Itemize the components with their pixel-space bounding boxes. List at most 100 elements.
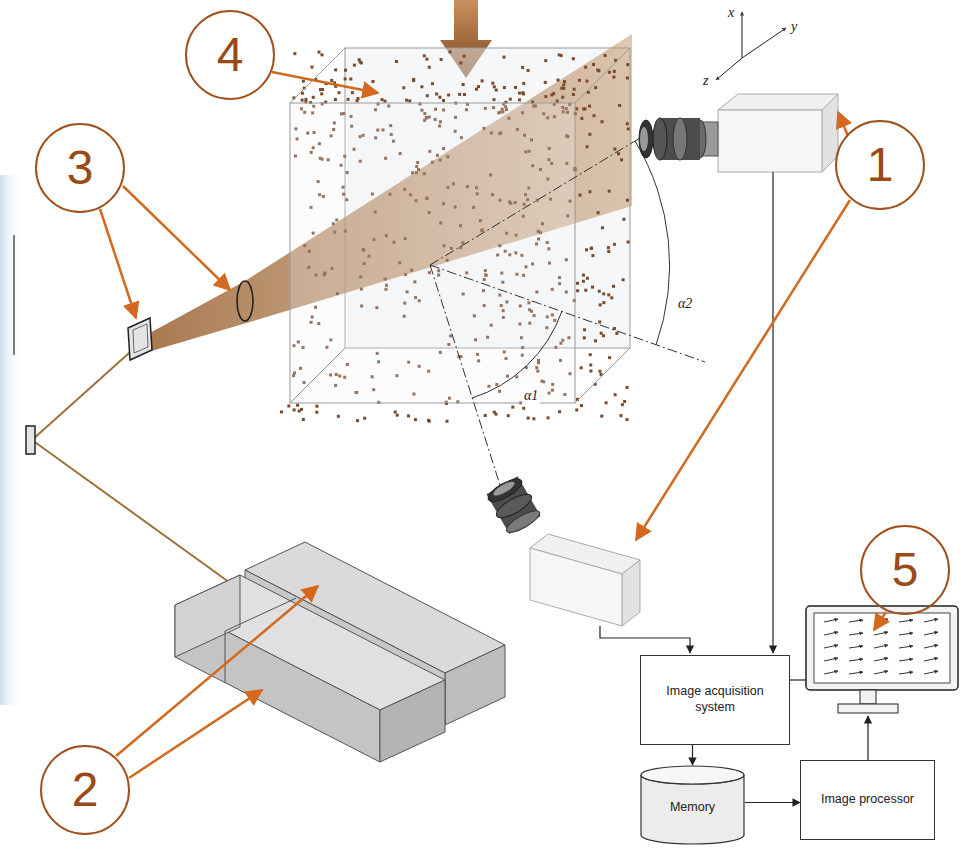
particle [623, 400, 626, 403]
vector-field [824, 619, 938, 674]
vector-arrow [899, 633, 913, 635]
particle [563, 80, 566, 83]
particle [620, 414, 623, 417]
particle [347, 98, 350, 101]
particle [596, 69, 599, 72]
particle [371, 80, 374, 83]
particle [381, 98, 384, 101]
vector-arrow [874, 671, 888, 674]
particle [293, 52, 296, 55]
particle [405, 99, 408, 102]
particle [527, 69, 530, 72]
cylindrical-lens [128, 318, 152, 360]
data-flow-arrow [692, 745, 693, 765]
cube-front-part [575, 48, 630, 103]
camera-part [653, 118, 667, 160]
seeding-particles [280, 50, 630, 422]
particle [592, 63, 595, 66]
particle [580, 404, 583, 407]
vector-arrow [899, 646, 913, 648]
particle [576, 289, 579, 292]
particle [495, 89, 498, 92]
callout-leader-part [123, 186, 230, 290]
particle [598, 290, 601, 293]
particle [608, 71, 611, 74]
particle [351, 91, 354, 94]
cube-front-part [575, 348, 630, 403]
callout-text: 2 [72, 766, 99, 814]
particle [547, 416, 550, 419]
particle [484, 414, 487, 417]
monitor-part [838, 704, 898, 713]
particle [558, 53, 561, 56]
particle [435, 93, 438, 96]
cylindrical-lens-part [133, 324, 148, 353]
laser-unit-part [290, 598, 296, 601]
particle [395, 60, 398, 63]
camera-part [622, 560, 640, 626]
particle [591, 286, 594, 289]
particle [582, 280, 585, 283]
particle [588, 105, 591, 108]
particle [594, 86, 597, 89]
particle [459, 62, 462, 65]
laser-beam-part [32, 440, 240, 590]
particle [583, 107, 586, 110]
particle [491, 82, 494, 85]
particle [475, 88, 478, 91]
particle [493, 85, 496, 88]
particle [584, 66, 587, 69]
particle [509, 98, 512, 101]
particle [300, 408, 303, 411]
particle [575, 408, 578, 411]
particle [626, 63, 629, 66]
camera-part [530, 548, 622, 626]
vector-arrow [924, 671, 938, 674]
laser-unit-part [380, 680, 445, 762]
data-flow-arrow [745, 802, 800, 803]
axis-label: y [791, 20, 797, 34]
vector-arrow [874, 645, 888, 648]
particle [558, 410, 561, 413]
monitor-part [814, 613, 950, 683]
particle [582, 274, 585, 277]
particle [618, 104, 621, 107]
particle [337, 415, 340, 418]
particle [527, 417, 530, 420]
particle [622, 278, 625, 281]
particle [344, 69, 347, 72]
particle [402, 86, 405, 89]
particle [580, 117, 583, 120]
particle [407, 414, 410, 417]
laser-unit-part [225, 601, 290, 631]
particle [427, 419, 430, 422]
vector-arrow [874, 632, 888, 635]
particle [442, 99, 445, 102]
particle [353, 64, 356, 67]
particle [449, 50, 452, 53]
particle [462, 83, 465, 86]
particle [620, 158, 623, 161]
camera-part [718, 110, 822, 172]
optical-axes-part [430, 138, 640, 265]
particle [521, 91, 524, 94]
particle [594, 339, 597, 342]
particle [426, 94, 429, 97]
node-label: Memory [670, 800, 715, 816]
particle [585, 248, 588, 251]
particle [503, 86, 506, 89]
particle [605, 401, 608, 404]
monitor-part [860, 690, 876, 704]
camera-part [673, 118, 687, 160]
side-strip [0, 175, 22, 705]
particle [613, 148, 616, 151]
axis-triad-part [742, 12, 743, 58]
particle [440, 58, 443, 61]
particle [598, 370, 601, 373]
particle [507, 414, 510, 417]
optical-axes [430, 138, 705, 485]
particle [315, 411, 318, 414]
particle [544, 81, 547, 84]
particle [320, 92, 323, 95]
